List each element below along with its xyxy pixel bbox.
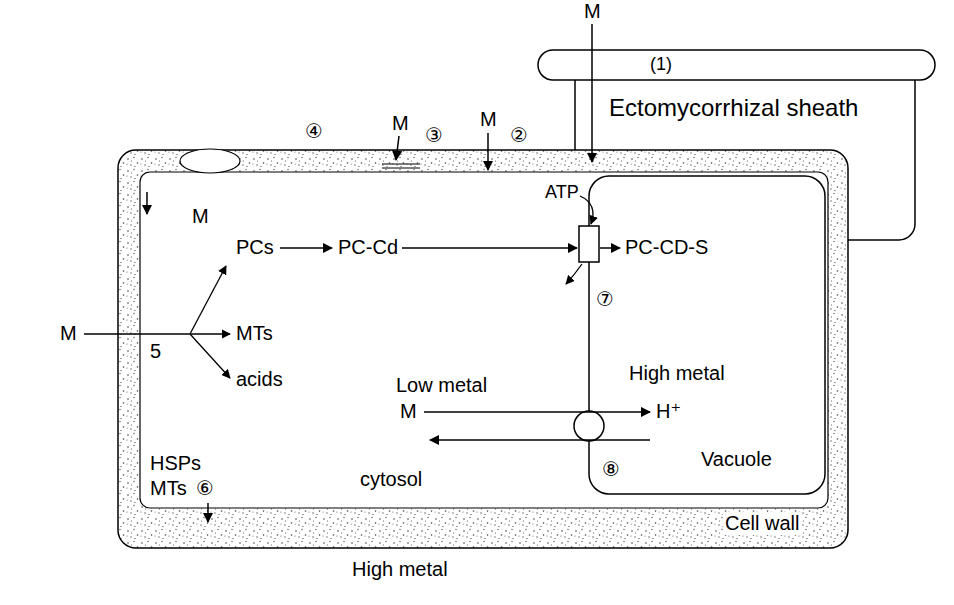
vacuole: High metalVacuole bbox=[589, 176, 825, 494]
atp-arrow bbox=[580, 196, 593, 224]
callout-number: ④ bbox=[305, 120, 323, 143]
metal-symbol: M bbox=[60, 322, 77, 345]
region-label: Cell wall bbox=[723, 512, 801, 535]
metal-symbol: M bbox=[584, 0, 601, 23]
callout-number: ⑥ bbox=[196, 477, 214, 500]
plasma-membrane bbox=[140, 172, 828, 508]
callout-number: ③ bbox=[425, 124, 443, 147]
metal-symbol: M bbox=[392, 112, 409, 135]
vacuole-outline bbox=[589, 176, 825, 494]
transport-arrow bbox=[402, 247, 577, 249]
metal-symbol: M bbox=[192, 205, 209, 228]
molecule-label: HSPs bbox=[150, 452, 201, 475]
branch-arrow bbox=[190, 334, 230, 378]
molecule-label: PC-Cd bbox=[338, 236, 398, 259]
region-label: High metal bbox=[352, 558, 448, 581]
metal-symbol: M bbox=[480, 108, 497, 131]
callout-number: ⑦ bbox=[596, 288, 614, 311]
sheath-pill bbox=[538, 50, 935, 80]
region-label: Ectomycorrhizal sheath bbox=[609, 94, 858, 122]
cell-wall bbox=[118, 150, 848, 548]
uptake-arrow bbox=[591, 24, 593, 162]
wall-arrow bbox=[487, 133, 489, 170]
channel-pore bbox=[180, 149, 240, 173]
region-label: Low metal bbox=[396, 374, 487, 397]
sheath-pill: (1) bbox=[538, 50, 935, 80]
binding-lines bbox=[382, 164, 420, 168]
cell: High metalVacuole cytosolCell wall bbox=[118, 150, 848, 548]
molecule-label: ATP bbox=[545, 182, 579, 203]
molecule-label: MTs bbox=[236, 322, 273, 345]
callout-number: (1) bbox=[650, 54, 672, 75]
binding-arrow bbox=[396, 136, 399, 160]
branch-arrow bbox=[190, 266, 226, 334]
ion-label: H⁺ bbox=[656, 400, 681, 423]
efflux-arrow bbox=[146, 192, 148, 214]
metal-symbol: M bbox=[400, 400, 417, 423]
atp-transporter bbox=[579, 226, 599, 262]
callout-number: ② bbox=[510, 124, 528, 147]
region-label: cytosol bbox=[360, 468, 422, 491]
reaction-arrow bbox=[600, 247, 620, 249]
branch-arrow bbox=[190, 333, 230, 334]
molecule-label: PCs bbox=[236, 236, 274, 259]
metal-arrow bbox=[424, 411, 650, 413]
sheath-box: Ectomycorrhizal sheath bbox=[575, 66, 915, 240]
uptake-line bbox=[84, 333, 190, 335]
adp-arrow bbox=[566, 264, 582, 284]
callout-number: ⑧ bbox=[602, 458, 620, 481]
region-label: Vacuole bbox=[701, 448, 772, 471]
molecule-label: PC-CD-S bbox=[625, 236, 708, 259]
antiporter bbox=[574, 411, 604, 441]
molecule-label: acids bbox=[236, 368, 283, 391]
molecule-label: MTs bbox=[150, 477, 187, 500]
region-label: High metal bbox=[629, 362, 725, 385]
repair-arrow bbox=[207, 503, 209, 522]
reaction-arrow bbox=[280, 247, 332, 249]
proton-arrow bbox=[430, 439, 650, 441]
callout-number: 5 bbox=[150, 340, 161, 363]
